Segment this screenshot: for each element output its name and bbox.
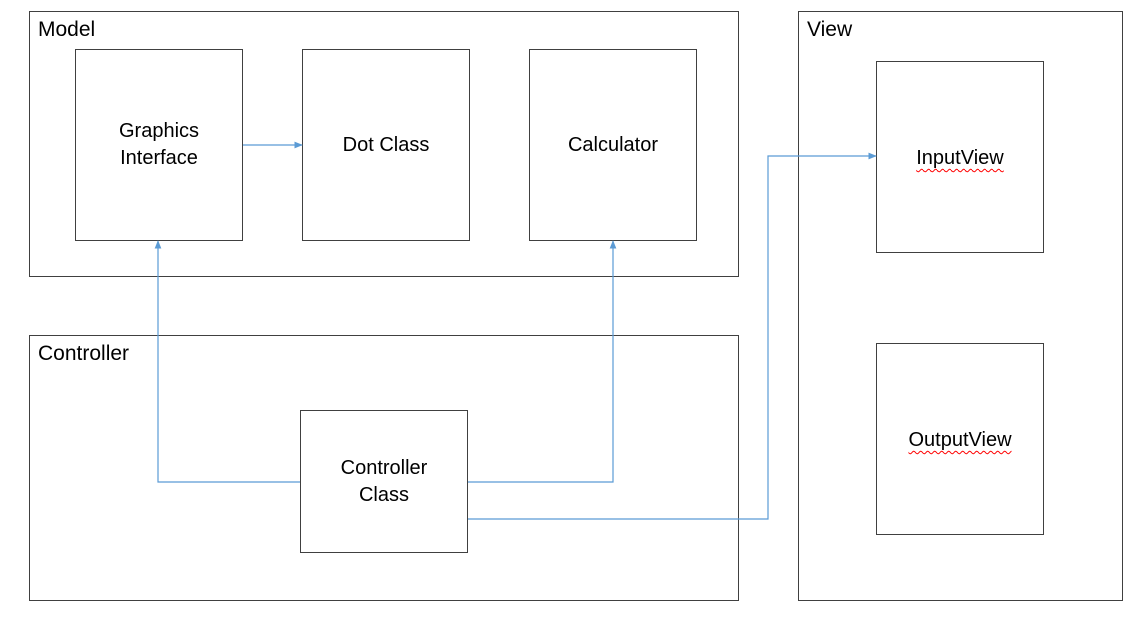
graphics-interface-node: Graphics Interface [75,49,243,241]
input-view-label: InputView [916,147,1004,169]
input-view-node: InputView [876,61,1044,253]
dot-class-node: Dot Class [302,49,470,241]
calculator-node: Calculator [529,49,697,241]
model-group-label: Model [38,18,96,41]
controller-class-node: Controller Class [300,410,468,553]
graphics-interface-label: Graphics Interface [118,120,200,169]
calculator-label: Calculator [567,133,659,156]
dot-class-label: Dot Class [342,133,430,156]
view-group-label: View [807,18,853,41]
controller-group-label: Controller [38,342,130,365]
output-view-node: OutputView [876,343,1044,535]
output-view-label: OutputView [908,429,1012,451]
controller-class-label: Controller Class [340,456,428,506]
